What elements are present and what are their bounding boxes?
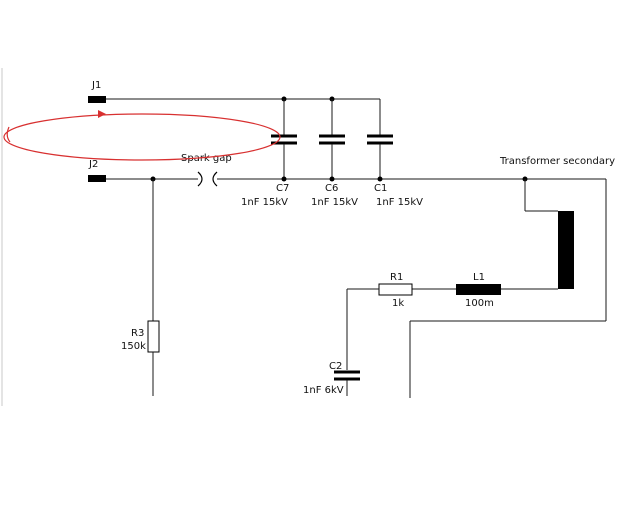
- resistor-r3[interactable]: R3 150k: [121, 328, 146, 352]
- j1-connector[interactable]: [88, 96, 106, 103]
- l1-body[interactable]: [456, 284, 501, 295]
- r3-ref: R3: [131, 328, 144, 339]
- circuit-schematic: J1 C7 1nF 15kV C6 1nF 15kV C1 1nF 15kV: [1, 68, 615, 406]
- capacitor-c1[interactable]: C1 1nF 15kV: [374, 183, 423, 208]
- c6-ref: C6: [325, 183, 338, 194]
- transformer-winding: [558, 211, 574, 289]
- node-dot: [329, 176, 335, 182]
- j2-connector[interactable]: [88, 175, 106, 182]
- transformer-secondary[interactable]: Transformer secondary: [499, 156, 615, 289]
- capacitor-c6[interactable]: C6 1nF 15kV: [311, 183, 358, 208]
- j2-label: J2: [88, 159, 98, 170]
- c7-value: 1nF 15kV: [241, 197, 288, 208]
- r1-body[interactable]: [378, 283, 413, 296]
- node-dot: [377, 176, 383, 182]
- r1-value: 1k: [392, 298, 404, 309]
- spark-gap-label: Spark gap: [181, 153, 232, 164]
- annotation-ellipse-stroke: [3, 113, 281, 161]
- r3-body[interactable]: [147, 320, 160, 353]
- resistor-r1[interactable]: R1 1k: [390, 272, 404, 309]
- spark-gap-electrode-left: [197, 171, 203, 187]
- c1-ref: C1: [374, 183, 387, 194]
- annotation-ellipse-tail: [6, 126, 11, 143]
- spark-gap[interactable]: Spark gap: [181, 153, 232, 187]
- c1-value: 1nF 15kV: [376, 197, 423, 208]
- capacitor-c2[interactable]: C2 1nF 6kV: [303, 361, 344, 396]
- spark-gap-electrode-right: [212, 171, 218, 187]
- annotation-ellipse: [3, 110, 281, 161]
- c6-value: 1nF 15kV: [311, 197, 358, 208]
- capacitor-c7[interactable]: C7 1nF 15kV: [241, 183, 289, 208]
- node-dot: [281, 176, 287, 182]
- c2-ref: C2: [329, 361, 342, 372]
- transformer-label: Transformer secondary: [499, 156, 615, 167]
- r1-ref: R1: [390, 272, 403, 283]
- c2-value: 1nF 6kV: [303, 385, 344, 396]
- c7-ref: C7: [276, 183, 289, 194]
- r3-value: 150k: [121, 341, 146, 352]
- arrow-head-icon: [98, 110, 106, 118]
- inductor-l1[interactable]: L1 100m: [465, 272, 494, 309]
- l1-ref: L1: [473, 272, 485, 283]
- l1-value: 100m: [465, 298, 494, 309]
- j1-label: J1: [91, 80, 101, 91]
